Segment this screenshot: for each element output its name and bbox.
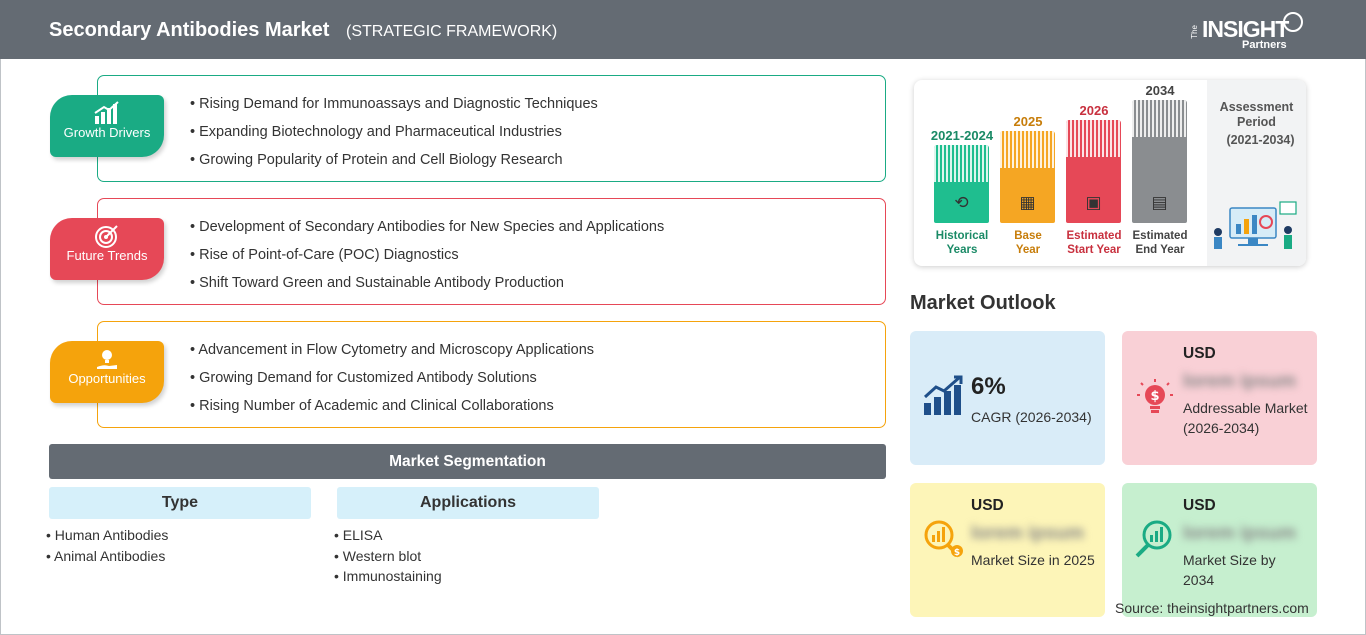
growth-drivers-box: Rising Demand for Immunoassays and Diagn… — [97, 75, 886, 182]
market-outlook-title: Market Outlook — [910, 292, 1056, 314]
list-item: Human Antibodies — [46, 527, 311, 548]
blurred-value: lorem ipsum — [1183, 371, 1296, 392]
opportunities-box: Advancement in Flow Cytometry and Micros… — [97, 321, 886, 428]
analytics-illustration-icon — [1208, 198, 1300, 254]
timeline-label-line1: Base — [1014, 230, 1042, 242]
timeline-bar: ▤ — [1132, 100, 1187, 223]
lightbulb-hand-icon — [50, 341, 164, 371]
badge-label: Growth Drivers — [63, 125, 151, 140]
header-bar: Secondary Antibodies Market (STRATEGIC F… — [0, 0, 1366, 59]
currency-label: USD — [1183, 497, 1216, 514]
segment-header: Applications — [337, 487, 599, 519]
currency-label: USD — [1183, 345, 1216, 362]
cagr-label: CAGR (2026-2034) — [971, 409, 1092, 425]
page-subtitle: (STRATEGIC FRAMEWORK) — [346, 23, 558, 40]
list-item: Western blot — [334, 548, 599, 569]
list-item: Advancement in Flow Cytometry and Micros… — [190, 342, 885, 370]
presentation-icon: ▤ — [1151, 193, 1168, 212]
opportunities-badge: Opportunities — [50, 341, 164, 403]
list-item: Animal Antibodies — [46, 548, 311, 569]
target-icon — [50, 218, 164, 248]
timeline-year: 2026 — [1079, 103, 1109, 118]
list-item: Rise of Point-of-Care (POC) Diagnostics — [190, 247, 885, 275]
insight-partners-logo[interactable]: The INSIGHT Partners — [1190, 10, 1320, 54]
card-description: Market Size in 2025 — [971, 552, 1095, 568]
assessment-label: Assessment Period — [1219, 100, 1294, 129]
magnifier-chart-icon: $ — [918, 517, 968, 569]
growth-chart-icon — [50, 95, 164, 125]
list-item: Expanding Biotechnology and Pharmaceutic… — [190, 124, 885, 152]
badge-label: Future Trends — [66, 248, 148, 263]
svg-text:$: $ — [954, 548, 960, 558]
list-item: Shift Toward Green and Sustainable Antib… — [190, 275, 885, 303]
timeline-bar: ▣ — [1066, 120, 1121, 223]
segment-type: Type Human Antibodies Animal Antibodies — [49, 487, 311, 568]
cagr-value: 6% — [971, 373, 1006, 400]
page-title: Secondary Antibodies Market — [49, 19, 330, 41]
timeline-bar: ⟲ — [934, 145, 989, 223]
list-item: Rising Demand for Immunoassays and Diagn… — [190, 96, 885, 124]
svg-text:$: $ — [1150, 389, 1159, 404]
growth-drivers-badge: Growth Drivers — [50, 95, 164, 157]
timeline-year: 2034 — [1145, 83, 1175, 98]
assessment-years: (2021-2034) — [1226, 133, 1295, 147]
list-item: Growing Popularity of Protein and Cell B… — [190, 152, 885, 180]
list-item: ELISA — [334, 527, 599, 548]
timeline-label-line1: Estimated — [1132, 230, 1188, 242]
blurred-value: lorem ipsum — [971, 523, 1084, 544]
magnifier-growth-icon — [1130, 517, 1180, 569]
logo-partners: Partners — [1242, 39, 1287, 51]
monitor-chart-icon: ▣ — [1085, 193, 1102, 212]
source-note: Source: theinsightpartners.com — [1115, 600, 1309, 616]
logo-insight: INSIGHT — [1202, 16, 1289, 42]
list-item: Development of Secondary Antibodies for … — [190, 219, 885, 247]
list-item: Immunostaining — [334, 568, 599, 589]
segment-applications: Applications ELISA Western blot Immunost… — [337, 487, 599, 589]
currency-label: USD — [971, 497, 1004, 514]
future-trends-badge: Future Trends — [50, 218, 164, 280]
market-size-2034-card: USD lorem ipsum Market Size by 2034 — [1122, 483, 1317, 617]
timeline-label-line2: Year — [1015, 244, 1041, 256]
market-segmentation-header: Market Segmentation — [49, 444, 886, 479]
timeline-label-line2: Years — [946, 244, 978, 256]
addressable-market-card: USD lorem ipsum $ Addressable Market (20… — [1122, 331, 1317, 465]
history-icon: ⟲ — [954, 193, 969, 212]
logo-the: The — [1190, 25, 1199, 39]
card-description: Addressable Market (2026-2034) — [1183, 400, 1308, 436]
timeline-label-line2: End Year — [1135, 244, 1185, 256]
timeline-label-line2: Start Year — [1067, 244, 1121, 256]
list-item: Rising Number of Academic and Clinical C… — [190, 398, 885, 426]
future-trends-box: Development of Secondary Antibodies for … — [97, 198, 886, 305]
timeline-year: 2021-2024 — [930, 128, 994, 143]
bar-growth-icon — [918, 375, 968, 425]
market-size-2025-card: USD lorem ipsum $ Market Size in 2025 — [910, 483, 1105, 617]
timeline-label-line1: Estimated — [1066, 230, 1122, 242]
list-item: Growing Demand for Customized Antibody S… — [190, 370, 885, 398]
cagr-card: 6% CAGR (2026-2034) — [910, 331, 1105, 465]
timeline-year: 2025 — [1013, 114, 1043, 129]
timeline-bar: ▦ — [1000, 131, 1055, 223]
segment-header: Type — [49, 487, 311, 519]
logo-circle-icon — [1283, 12, 1303, 32]
calendar-icon: ▦ — [1019, 193, 1036, 212]
lightbulb-dollar-icon: $ — [1130, 377, 1180, 425]
timeline-label-line1: Historical — [935, 230, 989, 242]
blurred-value: lorem ipsum — [1183, 523, 1296, 544]
badge-label: Opportunities — [68, 371, 146, 386]
card-description: Market Size by 2034 — [1183, 552, 1276, 588]
